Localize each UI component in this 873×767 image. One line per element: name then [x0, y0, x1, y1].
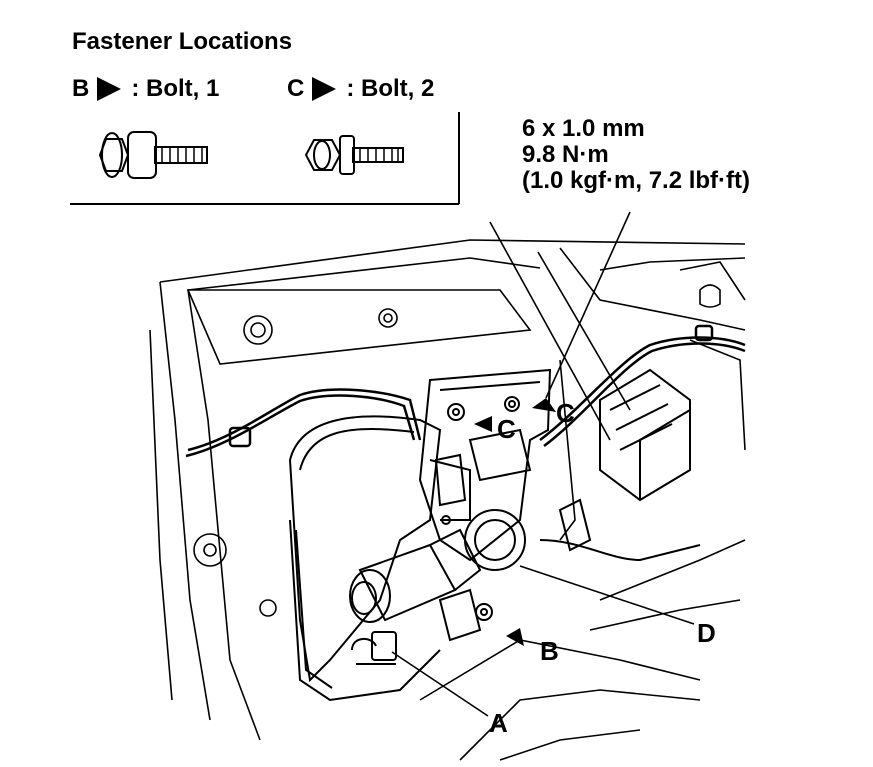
leader-lines — [391, 211, 695, 717]
triangle-pointer-icon — [97, 77, 122, 101]
legend-letter-c: C — [287, 75, 305, 102]
legend-text-c: : Bolt, 2 — [346, 75, 435, 102]
torque-spec-nm: 9.8 N·m — [522, 141, 609, 168]
legend-text-b: : Bolt, 1 — [131, 75, 220, 102]
callout-a: A — [489, 708, 508, 738]
callout-c-right: C — [556, 398, 575, 428]
legend-item-bolt-1: B : Bolt, 1 — [72, 77, 219, 101]
callout-b: B — [540, 636, 559, 666]
callout-d: D — [697, 618, 716, 648]
legend-box — [70, 112, 460, 205]
triangle-pointer-icon — [312, 77, 337, 101]
door-panel — [149, 239, 746, 761]
glass-carrier — [288, 415, 442, 702]
legend-letter-b: B — [72, 75, 90, 102]
connector-a — [351, 631, 397, 665]
regulator-assembly — [418, 368, 552, 571]
legend-item-bolt-2: C : Bolt, 2 — [287, 77, 434, 101]
window-motor — [349, 528, 493, 642]
callout-arrowheads — [474, 398, 556, 646]
torque-spec-size: 6 x 1.0 mm — [522, 115, 645, 142]
bolt-2-icon — [304, 135, 404, 175]
bolt-1-icon — [98, 131, 208, 179]
page-title: Fastener Locations — [72, 28, 293, 55]
window-cable — [185, 324, 746, 458]
motor-connector — [539, 368, 701, 562]
callout-c-left: C — [497, 414, 516, 444]
torque-spec-imperial: (1.0 kgf·m, 7.2 lbf·ft) — [522, 167, 751, 194]
